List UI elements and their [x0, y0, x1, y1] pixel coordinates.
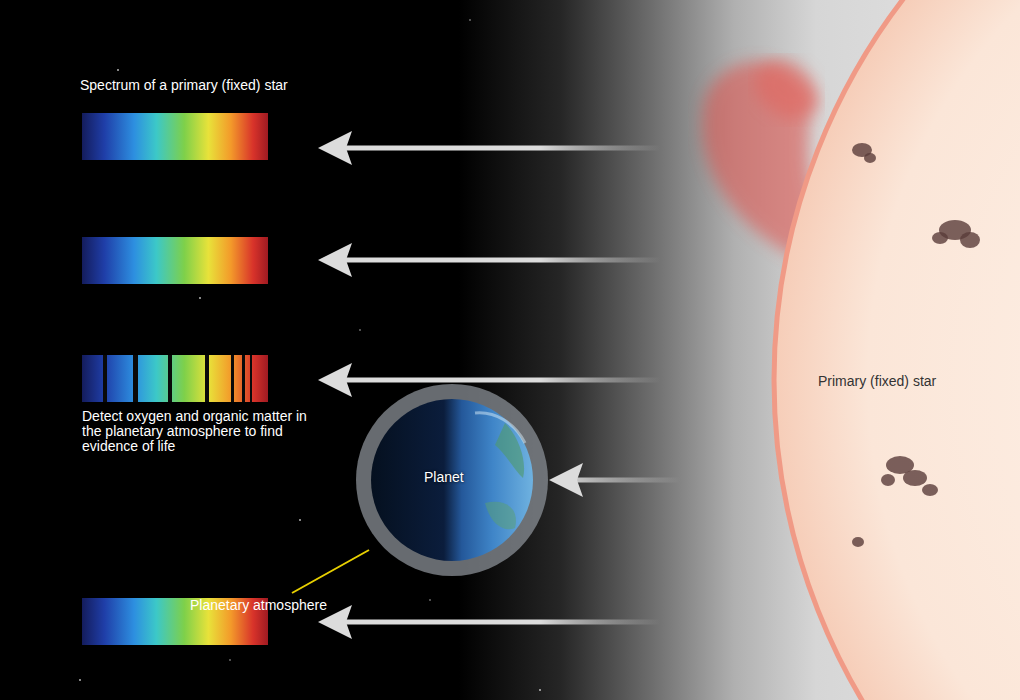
planet-label: Planet	[424, 469, 464, 485]
arrow-head	[549, 463, 583, 497]
arrow-shaft	[577, 478, 770, 483]
life-detection-note: Detect oxygen and organic matter in the …	[82, 409, 322, 454]
spectrum-caption: Spectrum of a primary (fixed) star	[80, 78, 288, 93]
star-illustration	[770, 0, 1020, 700]
planet-circle: Planet	[355, 383, 549, 577]
star-disk: Primary (fixed) star	[770, 0, 1020, 700]
atmosphere-label: Planetary atmosphere	[190, 598, 327, 613]
star-label: Primary (fixed) star	[818, 373, 936, 389]
light-ray-arrow	[549, 463, 770, 497]
